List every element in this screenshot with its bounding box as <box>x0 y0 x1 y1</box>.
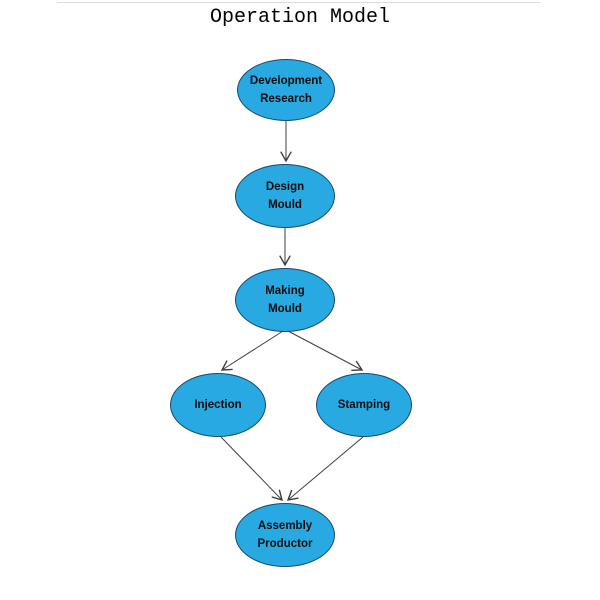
node-design-mould[interactable]: Design Mould <box>235 164 335 228</box>
node-development-research[interactable]: Development Research <box>237 59 335 121</box>
node-label-line: Productor <box>257 538 313 550</box>
arrow-stamping-to-assembly <box>286 436 364 501</box>
node-stamping[interactable]: Stamping <box>316 373 412 437</box>
node-label-line: Mould <box>268 199 302 211</box>
arrow-making-to-stamping <box>287 330 364 371</box>
node-making-mould[interactable]: Making Mould <box>235 268 335 332</box>
arrow-making-to-injection <box>220 330 284 371</box>
diagram-title: Operation Model <box>209 6 391 29</box>
node-injection[interactable]: Injection <box>170 373 266 437</box>
node-label-line: Design <box>265 181 305 193</box>
node-label-line: Mould <box>268 303 302 315</box>
top-hairline <box>57 2 540 3</box>
node-label-line: Stamping <box>337 399 391 411</box>
node-label-line: Assembly <box>257 520 313 532</box>
node-label-line: Research <box>260 93 312 105</box>
arrow-injection-to-assembly <box>220 436 283 502</box>
node-label-line: Making <box>265 285 305 297</box>
node-assembly-productor[interactable]: Assembly Productor <box>235 503 335 567</box>
node-label-line: Development <box>249 75 323 87</box>
node-label-line: Injection <box>194 399 242 411</box>
